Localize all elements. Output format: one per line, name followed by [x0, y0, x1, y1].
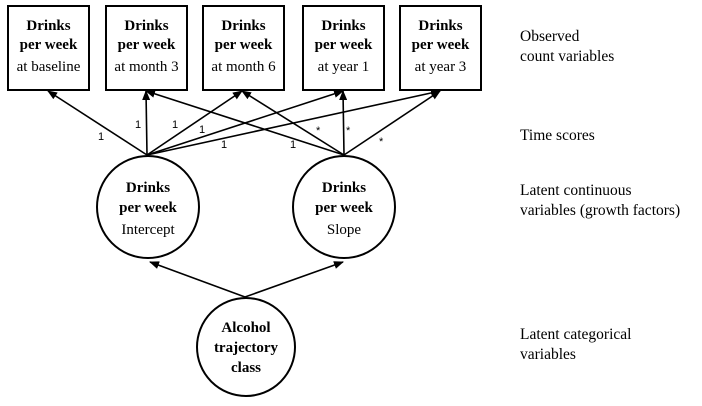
observed-box-month3: Drinks per week at month 3 [105, 5, 188, 91]
path-class-slope [244, 261, 344, 298]
side-label-observed: Observed count variables [520, 28, 615, 65]
path-slope-month6 [241, 90, 345, 156]
loading-label: 1 [172, 119, 179, 131]
side-label-latent-continuous: Latent continuous variables (growth fact… [520, 182, 681, 219]
loading-label: 1 [135, 119, 142, 131]
observed-box-year1: Drinks per week at year 1 [302, 5, 385, 91]
path-slope-year3 [343, 90, 441, 156]
loading-label: * [346, 125, 351, 137]
side-label-latent-categorical: Latent categorical variables [520, 326, 632, 363]
observed-box-year3: Drinks per week at year 3 [399, 5, 482, 91]
path-slope-year1 [339, 90, 348, 156]
slope-node: Drinks per week Slope [292, 155, 396, 259]
loading-label: 1 [98, 131, 105, 143]
path-class-intercept [149, 261, 246, 298]
path-intercept-month3 [142, 90, 151, 156]
loading-label: * [316, 125, 321, 137]
loading-label: * [379, 136, 384, 148]
trajectory-class-node: Alcohol trajectory class [196, 297, 296, 397]
loading-label: 1 [199, 124, 206, 136]
loading-label: 1 [221, 139, 228, 151]
path-slope-month3 [145, 89, 345, 156]
side-label-time-scores: Time scores [520, 127, 595, 144]
path-intercept-month6 [146, 90, 243, 156]
path-intercept-baseline [47, 90, 148, 156]
observed-box-baseline: Drinks per week at baseline [7, 5, 90, 91]
observed-box-month6: Drinks per week at month 6 [202, 5, 285, 91]
loading-label: 1 [290, 139, 297, 151]
intercept-node: Drinks per week Intercept [96, 155, 200, 259]
